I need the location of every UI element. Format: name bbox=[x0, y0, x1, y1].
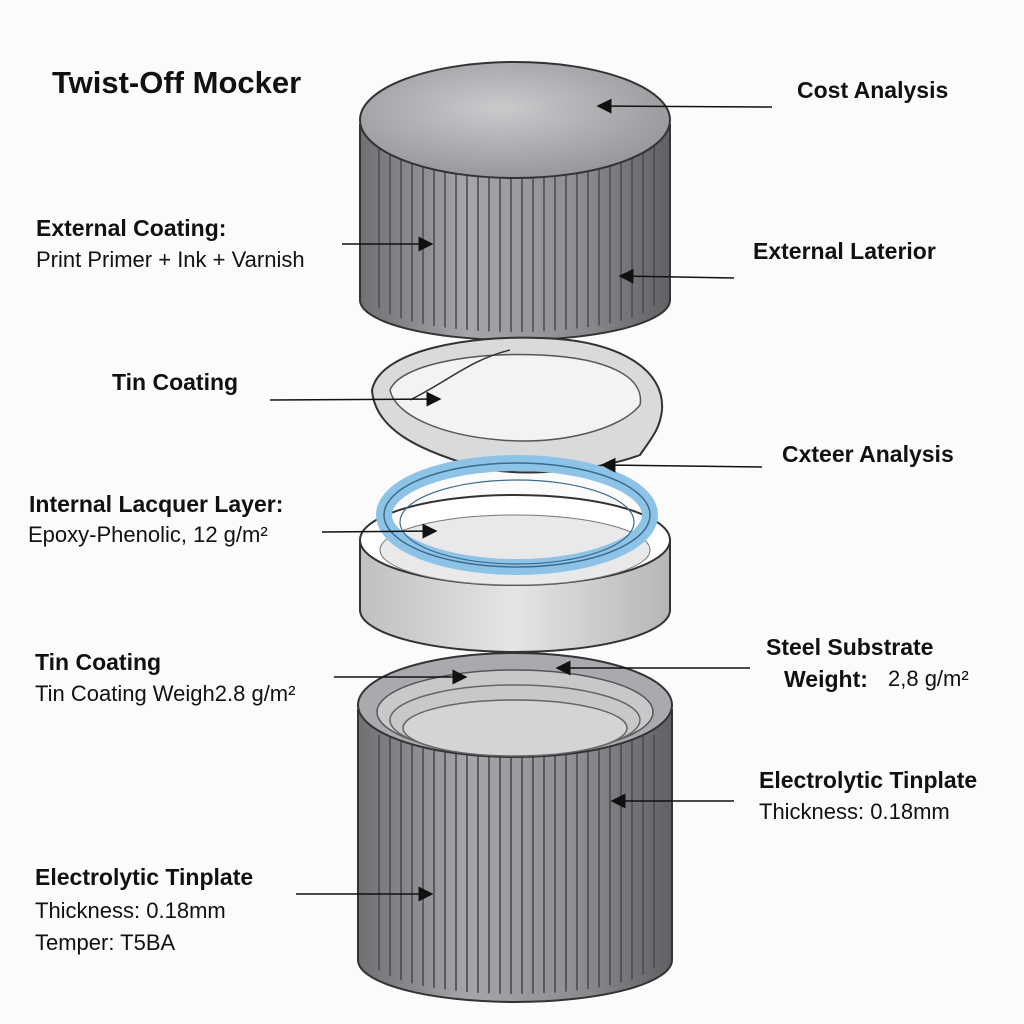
label-steel-weight-label: Weight: bbox=[784, 666, 868, 692]
label-tinplate-left-temper: Temper: T5BA bbox=[35, 930, 176, 955]
label-cxteer-analysis: Cxteer Analysis bbox=[782, 441, 954, 467]
diagram-title: Twist-Off Mocker bbox=[52, 65, 302, 100]
leader-lines bbox=[269, 98, 773, 902]
label-cost-analysis: Cost Analysis bbox=[797, 77, 949, 103]
label-internal-lacquer-title: Internal Lacquer Layer: bbox=[29, 491, 284, 517]
label-external-laterior: External Laterior bbox=[753, 238, 936, 264]
seal-ring bbox=[376, 455, 658, 575]
label-internal-lacquer-detail: Epoxy-Phenolic, 12 g/m² bbox=[28, 522, 268, 547]
label-external-coating-title: External Coating: bbox=[36, 215, 227, 241]
label-tin-coating-top: Tin Coating bbox=[112, 369, 239, 395]
liner-disc bbox=[370, 336, 664, 474]
label-tin-coating-detail: Tin Coating Weigh2.8 g/m² bbox=[35, 681, 296, 706]
label-tinplate-right-title: Electrolytic Tinplate bbox=[759, 767, 978, 793]
label-tinplate-right-thickness: Thickness: 0.18mm bbox=[759, 799, 950, 824]
label-tinplate-left-thickness: Thickness: 0.18mm bbox=[35, 898, 226, 923]
top-cap bbox=[359, 61, 671, 341]
label-steel-weight-value: 2,8 g/m² bbox=[888, 666, 969, 691]
label-external-coating-detail: Print Primer + Ink + Varnish bbox=[36, 247, 305, 272]
bottom-cup bbox=[357, 652, 673, 1003]
label-steel-substrate-title: Steel Substrate bbox=[766, 634, 934, 660]
label-tinplate-left-title: Electrolytic Tinplate bbox=[35, 864, 254, 890]
label-tin-coating-title: Tin Coating bbox=[35, 649, 162, 675]
